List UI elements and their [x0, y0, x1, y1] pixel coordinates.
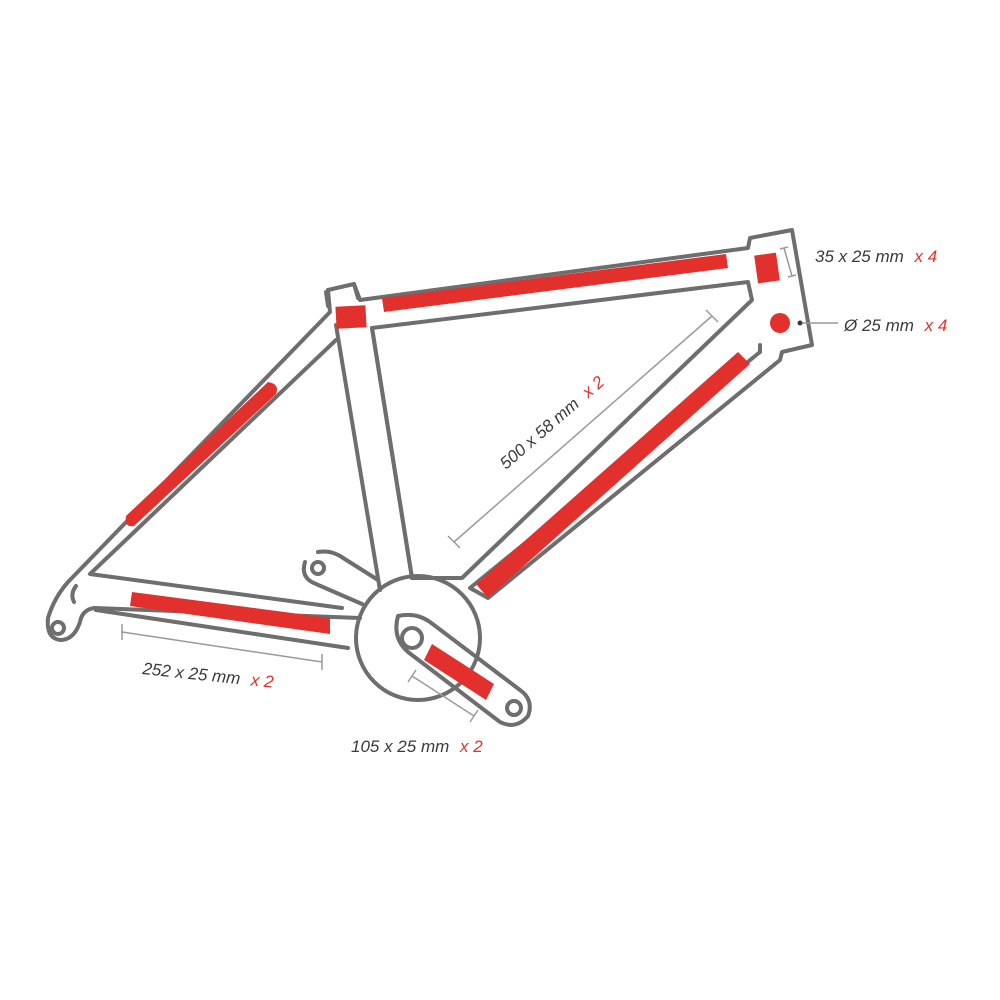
chainstay-strip [130, 592, 330, 634]
headtube-patch-qty: x 4 [914, 247, 938, 266]
right-crank-arm [394, 612, 532, 727]
left-crank-pedal-hole [310, 560, 326, 576]
frame-outline [45, 228, 814, 727]
headtube-patch [754, 252, 780, 284]
chainstay-lower [94, 608, 350, 650]
downtube-strip-size: 500 x 58 mm [496, 394, 583, 473]
round-patch [770, 313, 790, 333]
crank-strip [424, 644, 494, 700]
round-patch-size: Ø 25 mm [843, 316, 914, 335]
dropout-hole [50, 620, 66, 636]
rear-triangle-outer [45, 288, 362, 642]
round-patch-label: Ø 25 mm x 4 [843, 316, 947, 335]
seat-stay-strip [125, 382, 278, 527]
headtube-patch-size: 35 x 25 mm [815, 247, 904, 266]
chainstay-strip-size: 252 x 25 mm [141, 659, 242, 688]
rear-triangle-inner [88, 338, 344, 610]
dropout-hook [70, 584, 78, 604]
headtube-dim-line [779, 246, 797, 278]
downtube-strip-qty: x 2 [578, 372, 609, 402]
round-patch-qty: x 4 [924, 316, 948, 335]
right-crank-pedal-hole [505, 699, 523, 717]
seat-clamp [324, 282, 360, 308]
crank-strip-qty: x 2 [459, 737, 483, 756]
crank-dim-line [407, 669, 479, 723]
chainstay-strip-qty: x 2 [249, 670, 275, 691]
headtube-patch-label: 35 x 25 mm x 4 [815, 247, 937, 266]
downtube-strip [476, 352, 750, 598]
left-crank-arm [301, 549, 380, 606]
protector-patches [125, 252, 790, 700]
seat-tube [334, 323, 414, 592]
crank-strip-size: 105 x 25 mm [351, 737, 449, 756]
dimension-lines [121, 246, 838, 723]
downtube-dim-line [447, 309, 719, 549]
chainstay-strip-label: 252 x 25 mm x 2 [141, 659, 275, 692]
seat-tube-patch [335, 305, 367, 329]
bottom-bracket-shell [354, 574, 482, 702]
round-dim-dot [797, 320, 803, 326]
crank-spindle [400, 626, 424, 650]
top-tube-strip [382, 254, 728, 312]
crank-strip-label: 105 x 25 mm x 2 [351, 737, 483, 756]
frame-outer-path [326, 228, 814, 600]
chainstay-dim-line [121, 624, 323, 670]
